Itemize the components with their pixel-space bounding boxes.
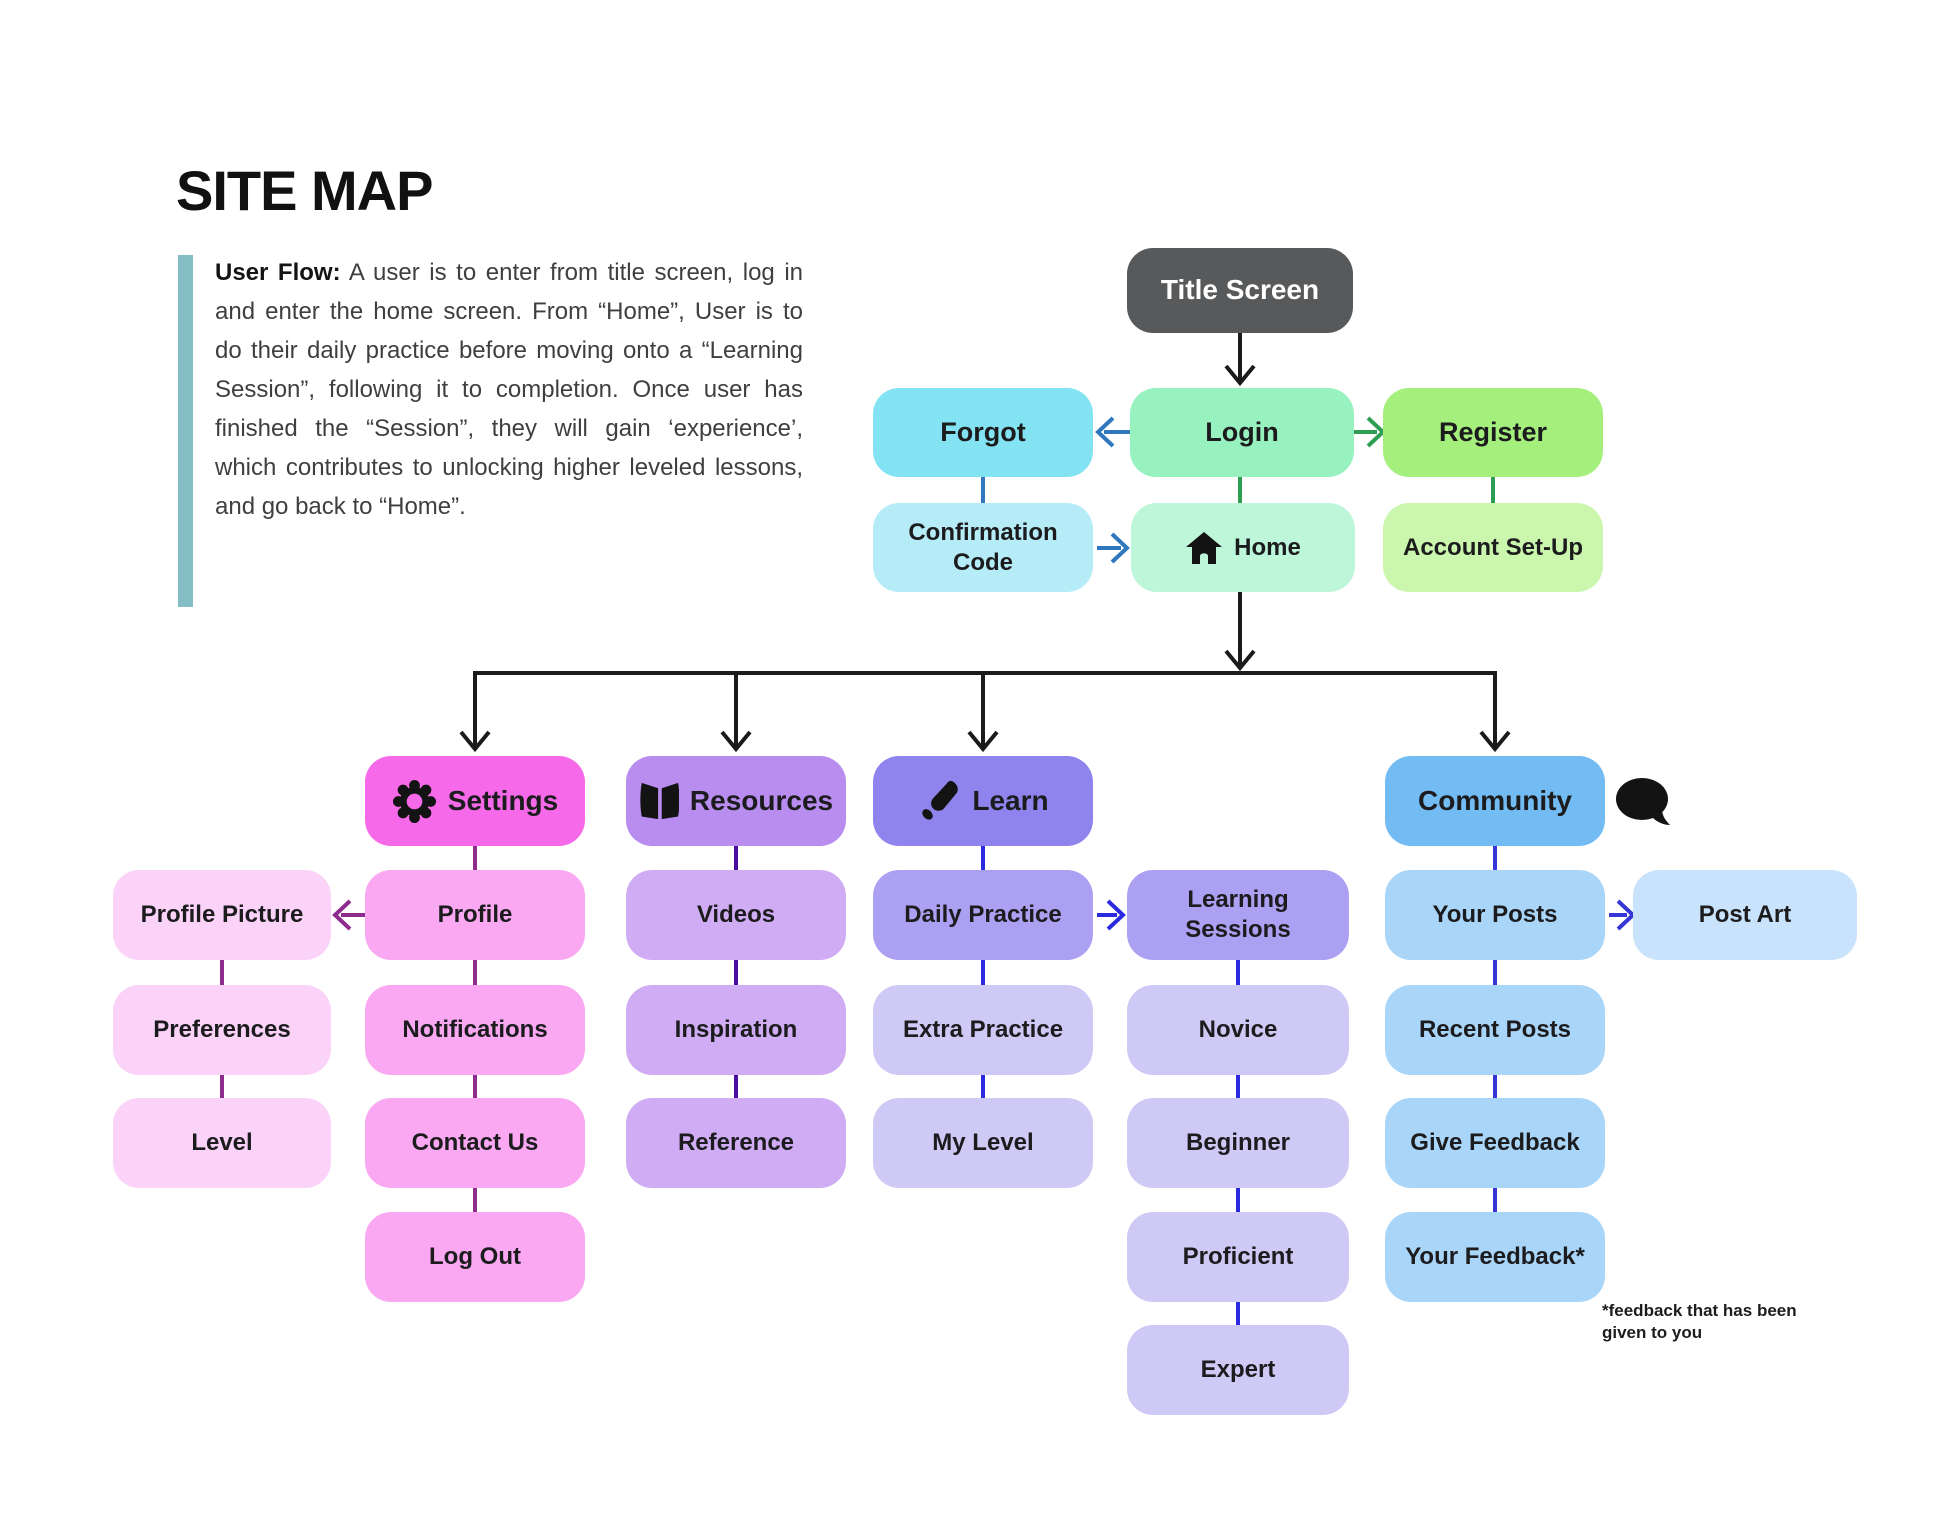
connectors-black bbox=[459, 333, 1511, 753]
connectors-indigo-community bbox=[1493, 846, 1636, 1212]
node-give-feedback: Give Feedback bbox=[1385, 1098, 1605, 1188]
node-label: Home bbox=[1234, 533, 1301, 561]
node-label: Inspiration bbox=[674, 1016, 798, 1044]
node-label: My Level bbox=[932, 1129, 1034, 1157]
node-learn: Learn bbox=[873, 756, 1093, 846]
node-videos: Videos bbox=[626, 870, 846, 960]
feedback-footnote: *feedback that has been given to you bbox=[1602, 1301, 1797, 1343]
node-settings: Settings bbox=[365, 756, 585, 846]
connectors-magenta bbox=[220, 846, 477, 1212]
node-extra-practice: Extra Practice bbox=[873, 985, 1093, 1075]
open-book-icon bbox=[639, 782, 679, 820]
node-log-out: Log Out bbox=[365, 1212, 585, 1302]
node-resources: Resources bbox=[626, 756, 846, 846]
node-label: Beginner bbox=[1185, 1129, 1290, 1157]
node-label: Expert bbox=[1200, 1356, 1276, 1384]
node-label: Resources bbox=[689, 784, 834, 816]
user-flow-heading: User Flow: bbox=[215, 259, 341, 286]
node-beginner: Beginner bbox=[1127, 1098, 1349, 1188]
node-my-level: My Level bbox=[873, 1098, 1093, 1188]
node-recent-posts: Recent Posts bbox=[1385, 985, 1605, 1075]
node-label: Post Art bbox=[1698, 901, 1792, 929]
node-expert: Expert bbox=[1127, 1325, 1349, 1415]
node-label: Notifications bbox=[402, 1016, 548, 1044]
node-label: Proficient bbox=[1182, 1243, 1294, 1271]
node-home: Home bbox=[1131, 503, 1355, 592]
user-flow-text: User Flow: A user is to enter from title… bbox=[215, 253, 803, 526]
node-label: Videos bbox=[696, 901, 776, 929]
node-novice: Novice bbox=[1127, 985, 1349, 1075]
node-label: Give Feedback bbox=[1410, 1129, 1580, 1157]
node-label: Confirmation Code bbox=[908, 518, 1058, 576]
node-account-setup: Account Set-Up bbox=[1383, 503, 1603, 592]
home-icon bbox=[1185, 531, 1223, 565]
node-label: Your Posts bbox=[1432, 901, 1558, 929]
node-notifications: Notifications bbox=[365, 985, 585, 1075]
node-label: Contact Us bbox=[411, 1129, 539, 1157]
node-label: Your Feedback* bbox=[1405, 1243, 1585, 1271]
node-contact-us: Contact Us bbox=[365, 1098, 585, 1188]
page-title: SITE MAP bbox=[176, 159, 433, 222]
speech-bubble-icon bbox=[1614, 774, 1676, 832]
node-label: Preferences bbox=[153, 1016, 291, 1044]
node-label: Profile Picture bbox=[140, 901, 304, 929]
node-proficient: Proficient bbox=[1127, 1212, 1349, 1302]
node-register: Register bbox=[1383, 388, 1603, 477]
node-profile-picture: Profile Picture bbox=[113, 870, 331, 960]
node-level: Level bbox=[113, 1098, 331, 1188]
node-label: Register bbox=[1438, 416, 1548, 447]
node-profile: Profile bbox=[365, 870, 585, 960]
accent-bar bbox=[178, 255, 193, 607]
node-preferences: Preferences bbox=[113, 985, 331, 1075]
node-label: Login bbox=[1205, 416, 1279, 447]
gear-icon bbox=[392, 779, 437, 824]
node-label: Log Out bbox=[429, 1243, 521, 1271]
node-your-posts: Your Posts bbox=[1385, 870, 1605, 960]
node-reference: Reference bbox=[626, 1098, 846, 1188]
node-label: Learn bbox=[972, 784, 1049, 816]
node-confirmation-code: Confirmation Code bbox=[873, 503, 1093, 592]
node-label: Profile bbox=[437, 901, 513, 929]
node-label: Novice bbox=[1198, 1016, 1278, 1044]
node-label: Forgot bbox=[940, 416, 1026, 447]
node-label: Title Screen bbox=[1160, 274, 1320, 306]
node-daily-practice: Daily Practice bbox=[873, 870, 1093, 960]
user-flow-body: A user is to enter from title screen, lo… bbox=[215, 259, 803, 520]
node-community: Community bbox=[1385, 756, 1605, 846]
node-label: Extra Practice bbox=[902, 1016, 1064, 1044]
node-label: Reference bbox=[677, 1129, 795, 1157]
node-title-screen: Title Screen bbox=[1127, 248, 1353, 333]
node-login: Login bbox=[1130, 388, 1354, 477]
node-label: Learning Sessions bbox=[1185, 886, 1291, 943]
node-label: Level bbox=[191, 1129, 253, 1157]
node-label: Community bbox=[1418, 784, 1572, 816]
node-forgot: Forgot bbox=[873, 388, 1093, 477]
connectors-steel-blue bbox=[981, 416, 1130, 564]
connectors-indigo-learn bbox=[981, 846, 1240, 1325]
node-inspiration: Inspiration bbox=[626, 985, 846, 1075]
node-label: Daily Practice bbox=[904, 901, 1062, 929]
node-post-art: Post Art bbox=[1633, 870, 1857, 960]
node-label: Account Set-Up bbox=[1403, 533, 1583, 561]
node-your-feedback: Your Feedback* bbox=[1385, 1212, 1605, 1302]
node-label: Recent Posts bbox=[1418, 1016, 1572, 1044]
paintbrush-icon bbox=[917, 779, 961, 823]
node-label: Settings bbox=[447, 784, 559, 816]
node-learning-sessions: Learning Sessions bbox=[1127, 870, 1349, 960]
